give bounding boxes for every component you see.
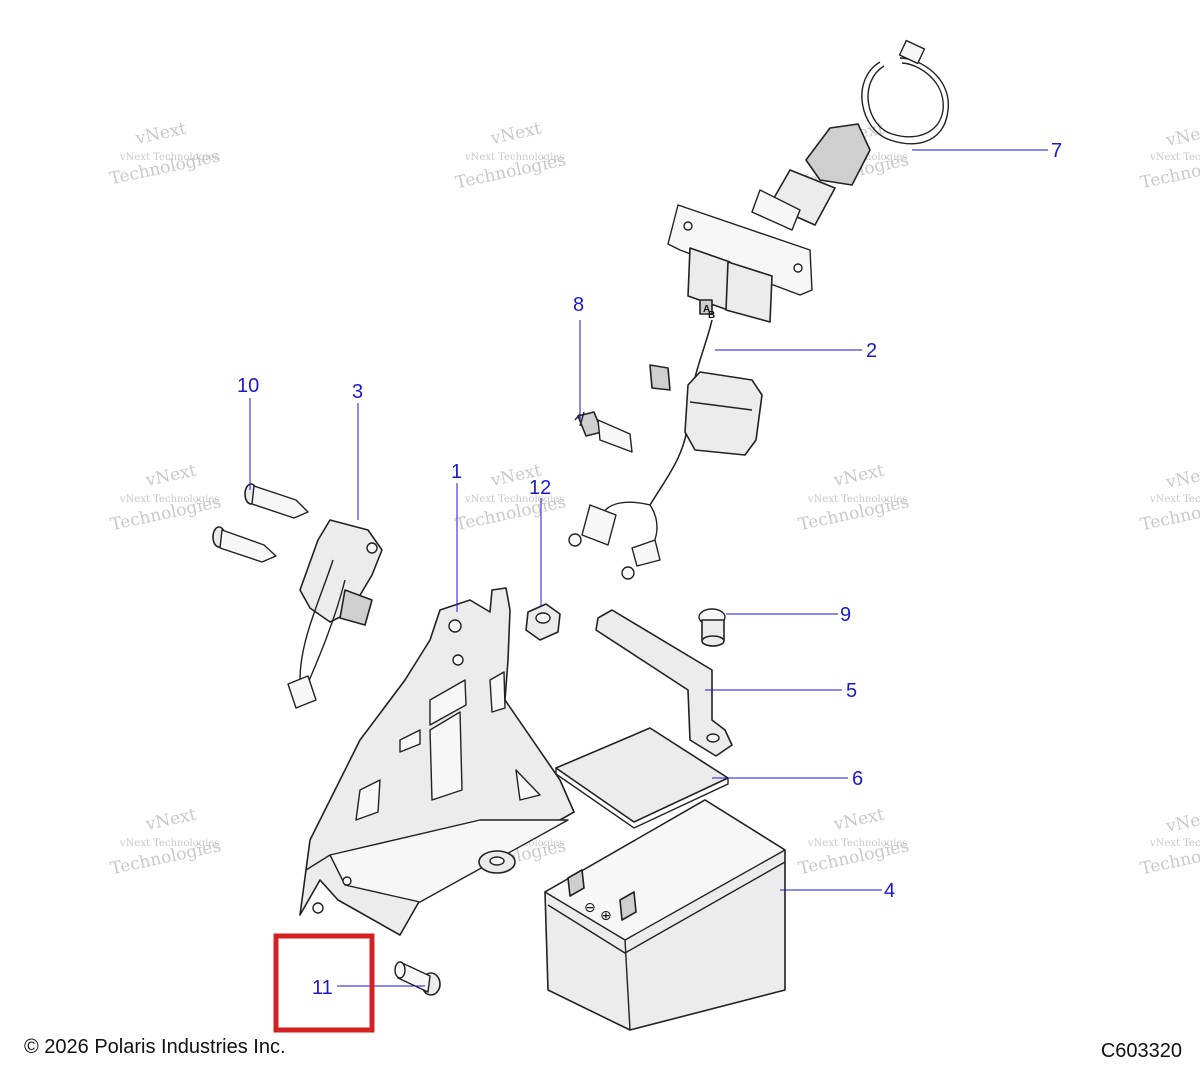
svg-text:vNext Technologies: vNext Technologies bbox=[807, 494, 907, 505]
svg-text:vNext: vNext bbox=[143, 461, 198, 491]
svg-text:vNext Technologies: vNext Technologies bbox=[1149, 152, 1200, 163]
copyright-text: © 2026 Polaris Industries Inc. bbox=[24, 1036, 286, 1058]
callout-8: 8 bbox=[573, 294, 584, 316]
svg-text:vNext Technologies: vNext Technologies bbox=[1149, 494, 1200, 505]
watermark: vNext vNext Technologies Technologies bbox=[797, 461, 911, 536]
callout-11: 11 bbox=[312, 977, 333, 999]
svg-text:vNext Technologies: vNext Technologies bbox=[119, 152, 219, 163]
watermark: vNext vNext Technologies Technologies bbox=[1139, 463, 1200, 535]
watermark: vNext vNext Technologies Technologies bbox=[1139, 121, 1200, 193]
leader-lines bbox=[249, 149, 1048, 987]
svg-text:A: A bbox=[703, 304, 710, 315]
svg-text:vNext Technologies: vNext Technologies bbox=[119, 838, 219, 849]
part-9-screw bbox=[698, 608, 726, 647]
callout-9: 9 bbox=[840, 604, 851, 626]
watermark: vNext vNext Technologies Technologies bbox=[797, 805, 911, 880]
part-5-strap bbox=[595, 609, 733, 757]
part-7-cable-tie bbox=[861, 39, 949, 145]
callout-10: 10 bbox=[237, 375, 259, 397]
part-2-wiring-harness: A B bbox=[568, 123, 871, 580]
callouts: 1 2 3 4 5 6 7 8 9 10 11 12 bbox=[237, 140, 1062, 999]
svg-text:⊕: ⊕ bbox=[600, 908, 612, 924]
watermark: vNext vNext Technologies Technologies bbox=[1139, 807, 1200, 879]
part-12-nut bbox=[525, 603, 561, 641]
svg-text:vNext Technologies: vNext Technologies bbox=[464, 494, 564, 505]
callout-4: 4 bbox=[884, 880, 895, 902]
callout-1: 1 bbox=[451, 461, 462, 483]
callout-7: 7 bbox=[1051, 140, 1062, 162]
svg-text:B: B bbox=[708, 310, 715, 321]
part-1-battery-tray bbox=[299, 587, 575, 936]
watermark: vNext vNext Technologies Technologies bbox=[454, 119, 568, 194]
callout-2: 2 bbox=[866, 340, 877, 362]
svg-text:vNext Technologies: vNext Technologies bbox=[119, 494, 219, 505]
part-3-sensor bbox=[287, 519, 383, 709]
svg-text:vNext Technologies: vNext Technologies bbox=[807, 838, 907, 849]
watermark: vNext vNext Technologies Technologies bbox=[109, 461, 223, 536]
callout-5: 5 bbox=[846, 680, 857, 702]
watermark: vNext vNext Technologies Technologies bbox=[109, 805, 223, 880]
callout-6: 6 bbox=[852, 768, 863, 790]
svg-text:vNext: vNext bbox=[1163, 807, 1200, 837]
highlight-box bbox=[273, 933, 375, 1033]
part-11-screw bbox=[394, 961, 441, 996]
diagram-code: C603320 bbox=[1100, 1040, 1182, 1062]
watermark: vNext vNext Technologies Technologies bbox=[108, 119, 222, 190]
part-8-push-rivet bbox=[574, 411, 633, 453]
svg-text:vNext: vNext bbox=[488, 119, 543, 149]
svg-text:vNext: vNext bbox=[831, 461, 886, 491]
part-10-screws bbox=[212, 483, 309, 563]
callout-12: 12 bbox=[529, 477, 551, 499]
svg-text:vNext Technologies: vNext Technologies bbox=[1149, 838, 1200, 849]
callout-3: 3 bbox=[352, 381, 363, 403]
svg-text:vNext: vNext bbox=[133, 119, 188, 149]
svg-text:⊖: ⊖ bbox=[584, 900, 596, 916]
svg-text:vNext: vNext bbox=[143, 805, 198, 835]
svg-text:vNext: vNext bbox=[831, 805, 886, 835]
part-4-battery: ⊖ ⊕ bbox=[544, 799, 786, 1031]
svg-text:vNext: vNext bbox=[1163, 463, 1200, 493]
svg-text:vNext Technologies: vNext Technologies bbox=[464, 152, 564, 163]
svg-text:vNext: vNext bbox=[1163, 121, 1200, 151]
